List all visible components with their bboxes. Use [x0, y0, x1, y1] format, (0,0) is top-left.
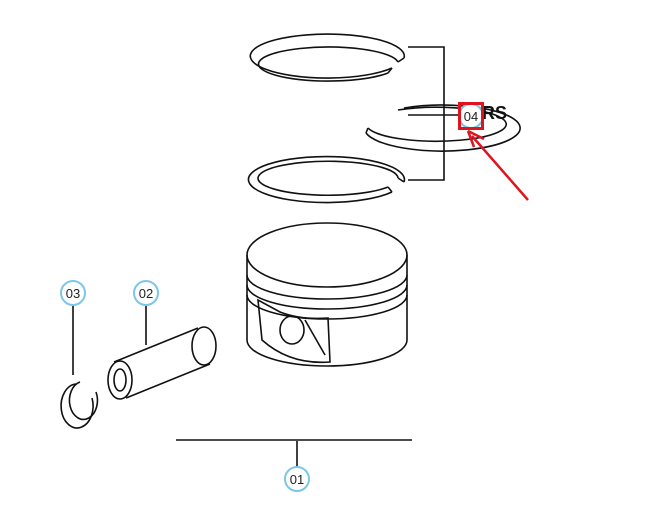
piston-pin — [107, 326, 217, 400]
piston-ring-bottom — [247, 155, 406, 204]
piston — [246, 222, 408, 367]
piston-ring-top — [249, 33, 406, 82]
red-arrow — [466, 129, 529, 201]
callout-04[interactable]: 04 — [458, 103, 484, 129]
circlip — [60, 381, 99, 429]
highlight-box — [458, 102, 484, 130]
callout-01[interactable]: 01 — [284, 466, 310, 492]
callout-02[interactable]: 02 — [133, 280, 159, 306]
callout-03[interactable]: 03 — [60, 280, 86, 306]
leader-lines — [72, 306, 298, 467]
partial-label: RS — [482, 103, 508, 123]
ring-group-bracket — [408, 46, 460, 181]
